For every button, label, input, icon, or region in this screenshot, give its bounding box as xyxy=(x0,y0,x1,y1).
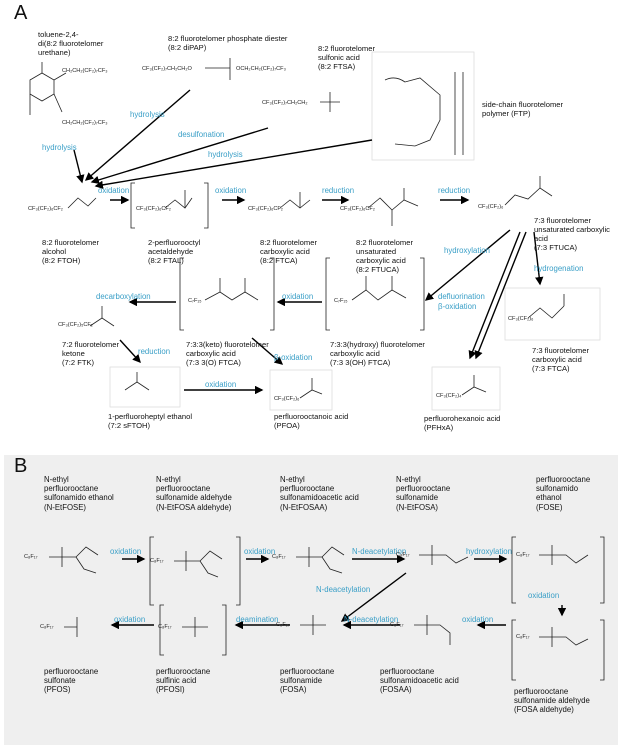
label-ftca73: 7:3 fluorotelomer carboxylic acid (7:3 F… xyxy=(532,346,589,373)
formula-ftoh: CF₃(CF₂)₆CF₂ xyxy=(28,206,63,212)
formula-ftca: CF₃(CF₂)₆CF₂ xyxy=(248,206,283,212)
formula-ftca73: CF₃(CF₂)₆ xyxy=(508,316,534,322)
formula-pfoa: CF₃(CF₂)₆ xyxy=(274,396,300,402)
label-ftuca: 8:2 fluorotelomer unsaturated carboxylic… xyxy=(356,238,413,274)
arrow-label-oxidation-4: oxidation xyxy=(205,380,237,389)
arrow-label-oxidation-3: oxidation xyxy=(282,292,314,301)
formula-ftsa: CF₃(CF₂)₇CH₂CH₂ xyxy=(262,100,308,106)
label-ftk: 7:2 fluorotelomer ketone (7:2 FTK) xyxy=(62,340,119,367)
b-label-ndeac3: N-deacetylation xyxy=(344,615,399,624)
b-formula-9: C₈F₁₇ xyxy=(390,622,404,628)
arrow-dipap-ftoh xyxy=(84,89,191,181)
arrow-label-defluorination: defluorination β-oxidation xyxy=(438,292,485,311)
label-netfose: N-ethyl perfluorooctane sulfonamido etha… xyxy=(44,475,114,512)
arrow-tdi-ftoh xyxy=(73,149,85,184)
label-keto: 7:3:3(keto) fluorotelomer carboxylic aci… xyxy=(186,340,269,367)
b-label-deamination: deamination xyxy=(236,615,279,624)
label-ftca: 8:2 fluorotelomer carboxylic acid (8:2 F… xyxy=(260,238,317,265)
b-label-ndeac1: N-deacetylation xyxy=(352,547,407,556)
label-dipap: 8:2 fluorotelomer phosphate diester (8:2… xyxy=(168,34,288,52)
b-label-ndeac2: N-deacetylation xyxy=(316,585,371,594)
arrow-label-hydrogenation: hydrogenation xyxy=(534,264,584,273)
arrow-ftuca73-ftca73 xyxy=(533,231,544,286)
arrow-label-oxidation-2: oxidation xyxy=(215,186,247,195)
b-label-ox3: oxidation xyxy=(528,591,560,600)
label-ftp: side-chain fluorotelomer polymer (FTP) xyxy=(482,100,564,118)
formula-ftuca: CF₃(CF₂)₆CF₂ xyxy=(340,206,375,212)
formula-pfhxa: CF₃(CF₂)₄ xyxy=(436,393,462,399)
b-formula-2: C₈F₁₇ xyxy=(150,558,164,564)
panel-b-label: B xyxy=(14,455,28,477)
formula-ftk: CF₃(CF₂)₅CF₂ xyxy=(58,322,93,328)
panel-b-structures-svg xyxy=(49,536,605,681)
b-formula-4: C₈F₁₇ xyxy=(396,552,410,558)
arrow-ftuca73-hydroxy xyxy=(424,229,511,301)
b-formula-7: C₈F₁₇ xyxy=(158,624,172,630)
label-pfoa: perfluorooctanoic acid (PFOA) xyxy=(274,412,349,430)
b-formula-5: C₈F₁₇ xyxy=(516,552,530,558)
formula-ftal: CF₃(CF₂)₆CF₂ xyxy=(136,206,171,212)
arrow-label-reduction-1: reduction xyxy=(322,186,355,195)
b-label-ox1: oxidation xyxy=(110,547,142,556)
arrow-label-beta-oxidation: β-oxidation xyxy=(274,353,313,362)
label-fosa-aldehyde: perfluorooctane sulfonamide aldehyde (FO… xyxy=(514,687,590,715)
formula-tdi-2: CH₂CH₂(CF₂)₇CF₃ xyxy=(62,120,108,126)
b-label-ox2: oxidation xyxy=(244,547,276,556)
arrow-ftuca73-pfhxa-2 xyxy=(474,231,527,360)
label-fosa: perfluorooctane sulfonamide (FOSA) xyxy=(280,667,335,695)
panel-a: A xyxy=(14,2,610,432)
formula-dipap-1: CF₃(CF₂)₇CH₂CH₂O xyxy=(142,66,192,72)
label-ftsa: 8:2 fluorotelomer sulfonic acid (8:2 FTS… xyxy=(318,44,375,71)
arrow-label-decarboxylation: decarboxylation xyxy=(96,292,151,301)
arrow-label-reduction-2: reduction xyxy=(438,186,471,195)
b-formula-10: C₈F₁₇ xyxy=(516,634,530,640)
label-netfosa: N-ethyl perfluorooctane sulfonamide (N-E… xyxy=(396,475,451,512)
arrow-ftuca73-pfhxa-1 xyxy=(468,231,521,360)
formula-tdi-1: CH₂CH₂(CF₂)₇CF₃ xyxy=(62,68,108,74)
label-pfos: perfluorooctane sulfonate (PFOS) xyxy=(44,667,99,695)
label-fosaa: perfluorooctane sulfonamidoacetic acid (… xyxy=(380,667,459,695)
arrow-label-hydrolysis-3: hydrolysis xyxy=(208,150,243,159)
label-pfosi: perfluorooctane sulfinic acid (PFOSI) xyxy=(156,667,211,695)
label-tdi: toluene-2,4- di(8:2 fluorotelomer uretha… xyxy=(38,30,104,57)
arrow-label-desulfonation: desulfonation xyxy=(178,130,225,139)
formula-hydroxy: C₇F₁₅ xyxy=(334,298,348,304)
label-sftoh: 1-perfluoroheptyl ethanol (7:2 sFTOH) xyxy=(108,412,193,430)
formula-dipap-2: OCH₂CH₂(CF₂)₇CF₃ xyxy=(236,66,286,72)
b-formula-3: C₈F₁₇ xyxy=(272,554,286,560)
b-label-ox4: oxidation xyxy=(462,615,494,624)
label-ftoh: 8:2 fluorotelomer alcohol (8:2 FTOH) xyxy=(42,238,99,265)
formula-keto: C₇F₁₅ xyxy=(188,298,202,304)
label-pfhxa: perfluorohexanoic acid (PFHxA) xyxy=(424,414,501,432)
b-formula-1: C₈F₁₇ xyxy=(24,554,38,560)
b-formula-6: C₈F₁₇ xyxy=(40,624,54,630)
label-ftal: 2-perfluorooctyl acetaldehyde (8:2 FTAL) xyxy=(148,238,201,265)
formula-ftuca73: CF₃(CF₂)₆ xyxy=(478,204,504,210)
arrow-label-hydrolysis-1: hydrolysis xyxy=(130,110,165,119)
arrow-ftp-ftoh xyxy=(94,139,373,189)
arrow-label-hydrolysis-2: hydrolysis xyxy=(42,143,77,152)
ftp-box xyxy=(371,51,475,161)
arrow-ftsa-ftoh xyxy=(90,127,269,184)
b-label-hydroxylation: hydroxylation xyxy=(466,547,512,556)
panel-a-structures-svg xyxy=(29,51,601,411)
b-label-ox5: oxidation xyxy=(114,615,146,624)
label-netfosaa: N-ethyl perfluorooctane sulfonamidoaceti… xyxy=(280,475,359,512)
arrow-ftk-sftoh xyxy=(119,339,141,364)
label-netfose-aldehyde: N-ethyl perfluorooctane sulfonamide alde… xyxy=(156,475,232,512)
b-arrow-ndeac2 xyxy=(340,572,407,622)
label-ftuca73: 7:3 fluorotelomer unsaturated carboxylic… xyxy=(534,216,610,252)
label-hydroxy: 7:3:3(hydroxy) fluorotelomer carboxylic … xyxy=(330,340,425,367)
arrow-label-hydroxylation: hydroxylation xyxy=(444,246,490,255)
b-formula-8: C₈F₁₇ xyxy=(276,622,290,628)
arrow-keto-pfoa xyxy=(251,337,284,365)
tdi-benzene-ring xyxy=(29,72,55,102)
arrow-label-oxidation-1: oxidation xyxy=(98,186,130,195)
label-fose: perfluorooctane sulfonamido ethanol (FOS… xyxy=(536,475,591,512)
arrow-label-reduction-3: reduction xyxy=(138,347,171,356)
panel-b: B xyxy=(4,455,618,745)
panel-a-label: A xyxy=(14,2,28,24)
